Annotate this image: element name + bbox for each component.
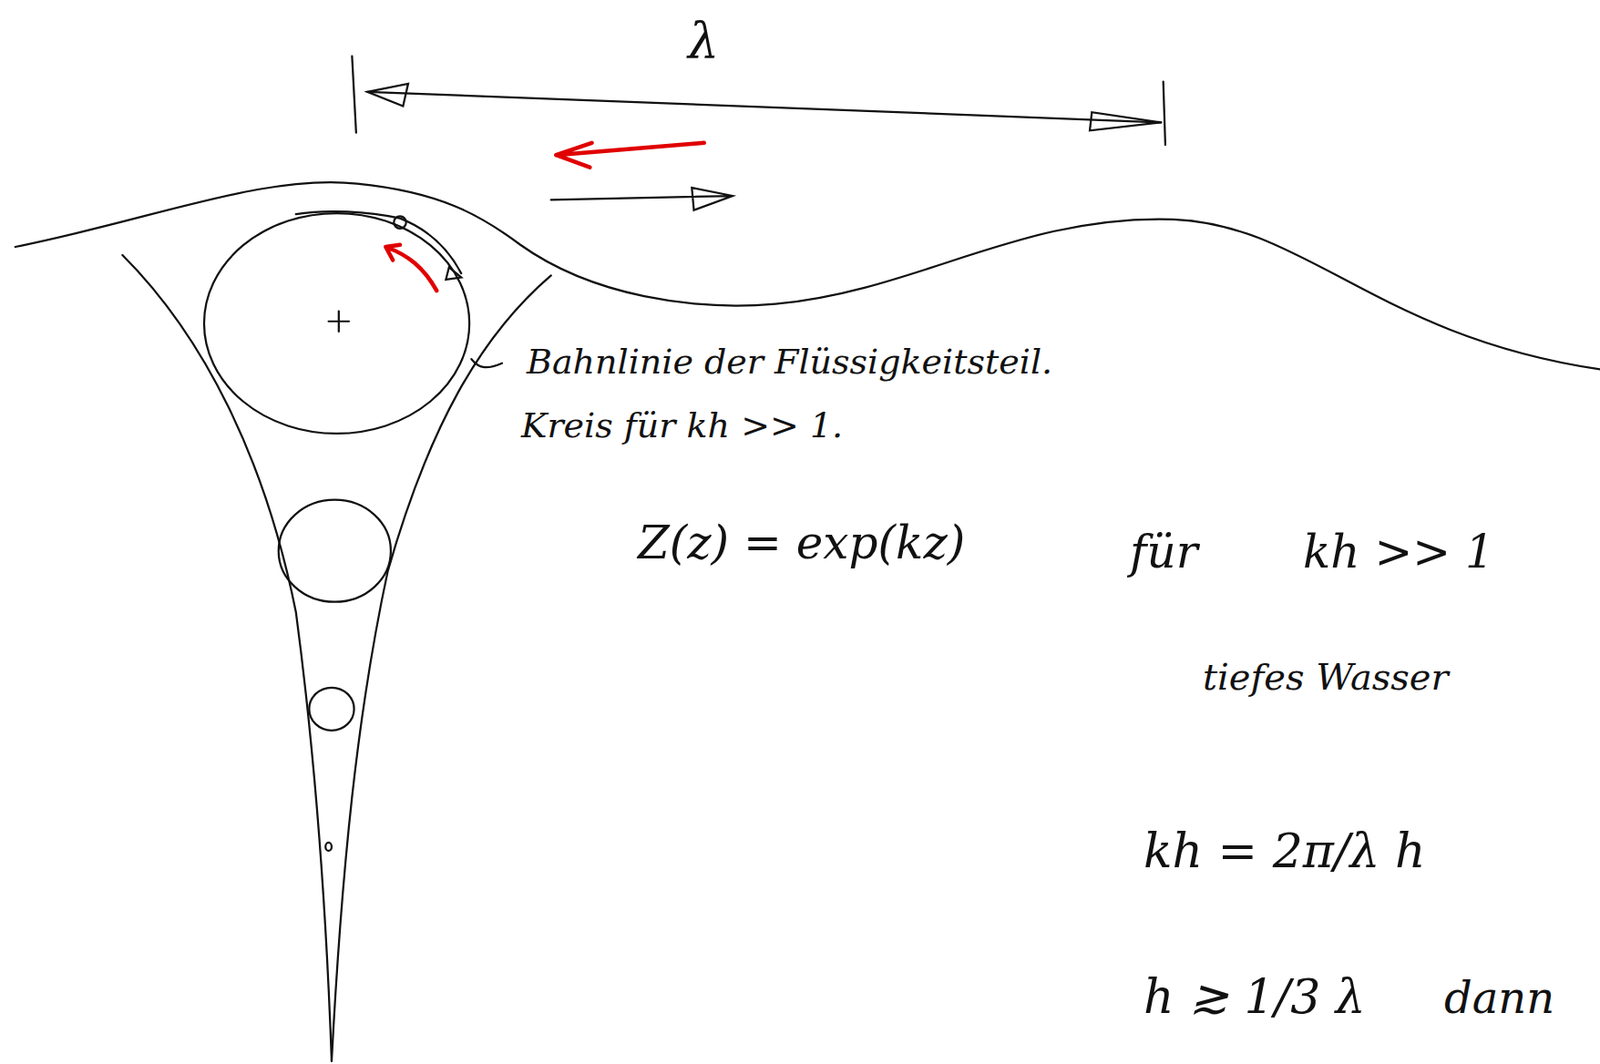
- dimension-line: [351, 56, 1166, 145]
- handwritten-note: Bahnlinie der Flüssigkeitsteil.: [526, 342, 1053, 383]
- rotation-arrow: [385, 245, 437, 291]
- handwritten-note: kh = 2π/λ h: [1143, 824, 1426, 880]
- decay-envelope: [331, 275, 552, 1061]
- fluid-particle: [393, 215, 406, 228]
- orbit-arc: [296, 211, 462, 274]
- arrow-head: [367, 83, 1161, 132]
- orbit-circle: [325, 842, 332, 852]
- decay-envelope: [122, 255, 332, 1062]
- wave-surface: [15, 182, 1600, 370]
- propagation-arrow: [551, 187, 733, 211]
- orbit-circle: [278, 500, 391, 603]
- arrow-head: [445, 266, 462, 279]
- handwritten-note: dann: [1444, 973, 1555, 1024]
- handwritten-note: Z(z) = exp(kz): [637, 517, 965, 571]
- orbit-circle: [308, 687, 354, 731]
- leader-line: [471, 358, 503, 368]
- handwritten-note: für: [1129, 526, 1199, 580]
- velocity-arrow: [555, 143, 704, 168]
- handwritten-note: kh >> 1: [1302, 526, 1495, 580]
- handwritten-note: h ≳ 1/3 λ: [1143, 970, 1366, 1026]
- handwritten-note: Kreis für kh >> 1.: [521, 406, 843, 447]
- handwritten-note: λ: [687, 12, 719, 70]
- center-mark: [328, 311, 349, 332]
- orbit-circle: [204, 213, 470, 434]
- handwritten-note: tiefes Wasser: [1202, 656, 1449, 698]
